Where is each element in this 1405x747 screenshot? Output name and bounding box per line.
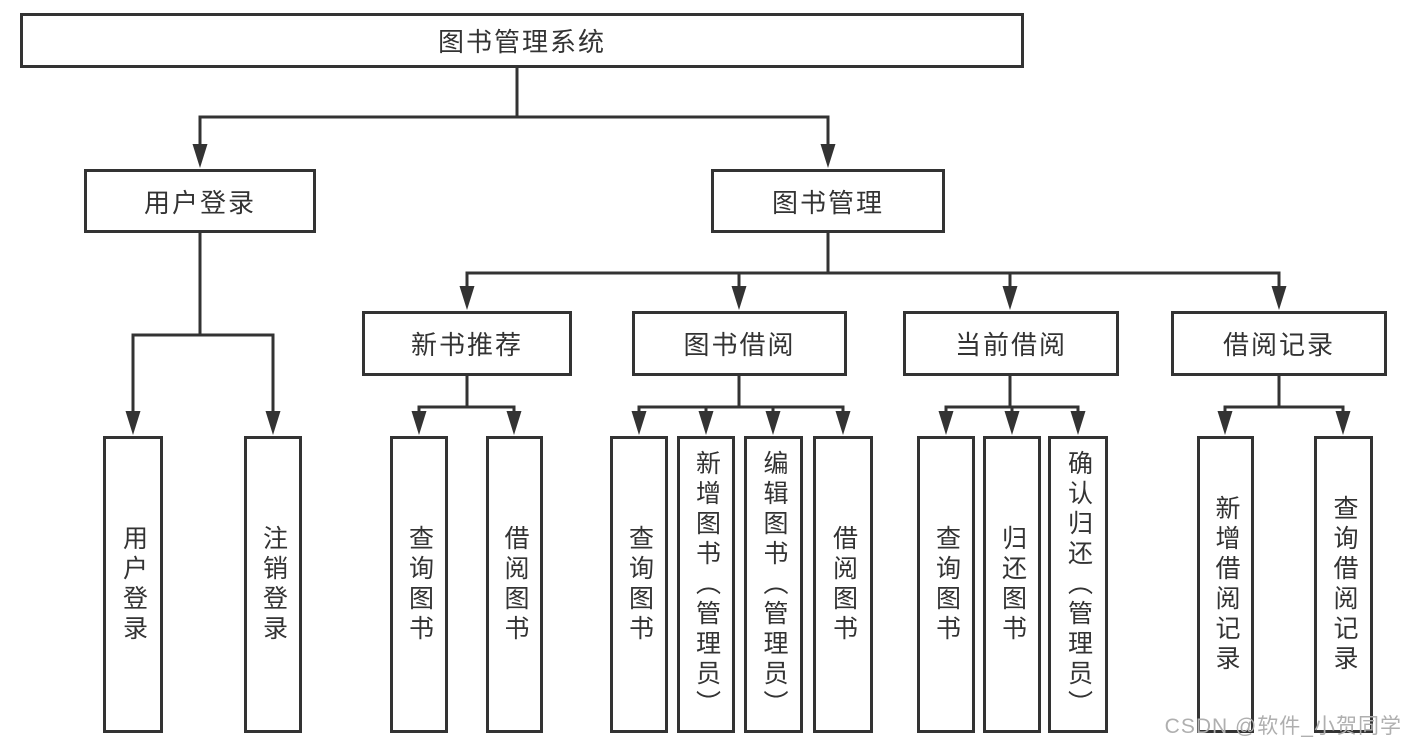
arrowhead-icons: [125, 144, 1351, 435]
node-label: 借阅记录: [1222, 330, 1335, 360]
arrow-down-icon: [265, 411, 281, 435]
node-borrowing-records: 借阅记录: [1171, 311, 1387, 376]
node-label: 查询图书: [405, 524, 434, 645]
leaf-query-books-current: 查询图书: [917, 436, 975, 733]
node-label: 编辑图书（管理员）: [760, 449, 788, 720]
node-label: 新增借阅记录: [1212, 494, 1240, 675]
arrow-down-icon: [411, 411, 427, 435]
arrow-down-icon: [1004, 411, 1020, 435]
node-label: 用户登录: [143, 187, 256, 218]
node-label: 借阅图书: [829, 524, 858, 645]
node-label: 当前借阅: [954, 330, 1067, 360]
arrow-down-icon: [731, 286, 747, 310]
leaf-return-books: 归还图书: [983, 436, 1041, 733]
node-label: 查询图书: [932, 524, 961, 645]
node-label: 注销登录: [259, 524, 288, 645]
node-label: 查询借阅记录: [1330, 494, 1358, 675]
arrow-down-icon: [1335, 411, 1351, 435]
arrow-down-icon: [820, 144, 836, 168]
leaf-edit-books-admin: 编辑图书（管理员）: [744, 436, 803, 733]
leaf-add-books-admin: 新增图书（管理员）: [677, 436, 735, 733]
node-label: 新增图书（管理员）: [692, 449, 721, 720]
leaf-query-books-recommend: 查询图书: [390, 436, 448, 733]
arrow-down-icon: [1070, 411, 1086, 435]
node-library-management-system: 图书管理系统: [20, 13, 1024, 68]
node-label: 确认归还（管理员）: [1064, 449, 1093, 720]
leaf-borrow-books: 借阅图书: [813, 436, 873, 733]
leaf-user-login: 用户登录: [103, 436, 163, 733]
node-label: 查询图书: [625, 524, 654, 645]
node-new-book-recommendation: 新书推荐: [362, 311, 572, 376]
node-current-borrowing: 当前借阅: [903, 311, 1119, 376]
node-book-borrowing: 图书借阅: [632, 311, 847, 376]
node-label: 图书借阅: [683, 330, 796, 360]
arrow-down-icon: [765, 411, 781, 435]
node-label: 归还图书: [998, 524, 1027, 645]
leaf-add-borrow-record: 新增借阅记录: [1197, 436, 1254, 733]
node-label: 借阅图书: [501, 524, 529, 645]
leaf-borrow-books-recommend: 借阅图书: [486, 436, 543, 733]
arrow-down-icon: [459, 286, 475, 310]
arrow-down-icon: [192, 144, 208, 168]
arrow-down-icon: [1217, 411, 1233, 435]
node-book-management: 图书管理: [711, 169, 945, 233]
node-label: 用户登录: [119, 524, 148, 645]
node-user-login: 用户登录: [84, 169, 316, 233]
leaf-logout: 注销登录: [244, 436, 302, 733]
node-label: 图书管理系统: [437, 27, 606, 57]
leaf-confirm-return-admin: 确认归还（管理员）: [1048, 436, 1108, 733]
connector-paths: [131, 68, 1345, 416]
leaf-query-borrow-record: 查询借阅记录: [1314, 436, 1373, 733]
arrow-down-icon: [1002, 286, 1018, 310]
arrow-down-icon: [631, 411, 647, 435]
arrow-down-icon: [835, 411, 851, 435]
arrow-down-icon: [125, 411, 141, 435]
arrow-down-icon: [1271, 286, 1287, 310]
csdn-watermark: CSDN @软件_小贺同学: [1164, 715, 1402, 738]
arrow-down-icon: [506, 411, 522, 435]
arrow-down-icon: [938, 411, 954, 435]
arrow-down-icon: [698, 411, 714, 435]
leaf-query-books-borrow: 查询图书: [610, 436, 668, 733]
node-label: 图书管理: [771, 187, 884, 218]
node-label: 新书推荐: [410, 330, 523, 360]
